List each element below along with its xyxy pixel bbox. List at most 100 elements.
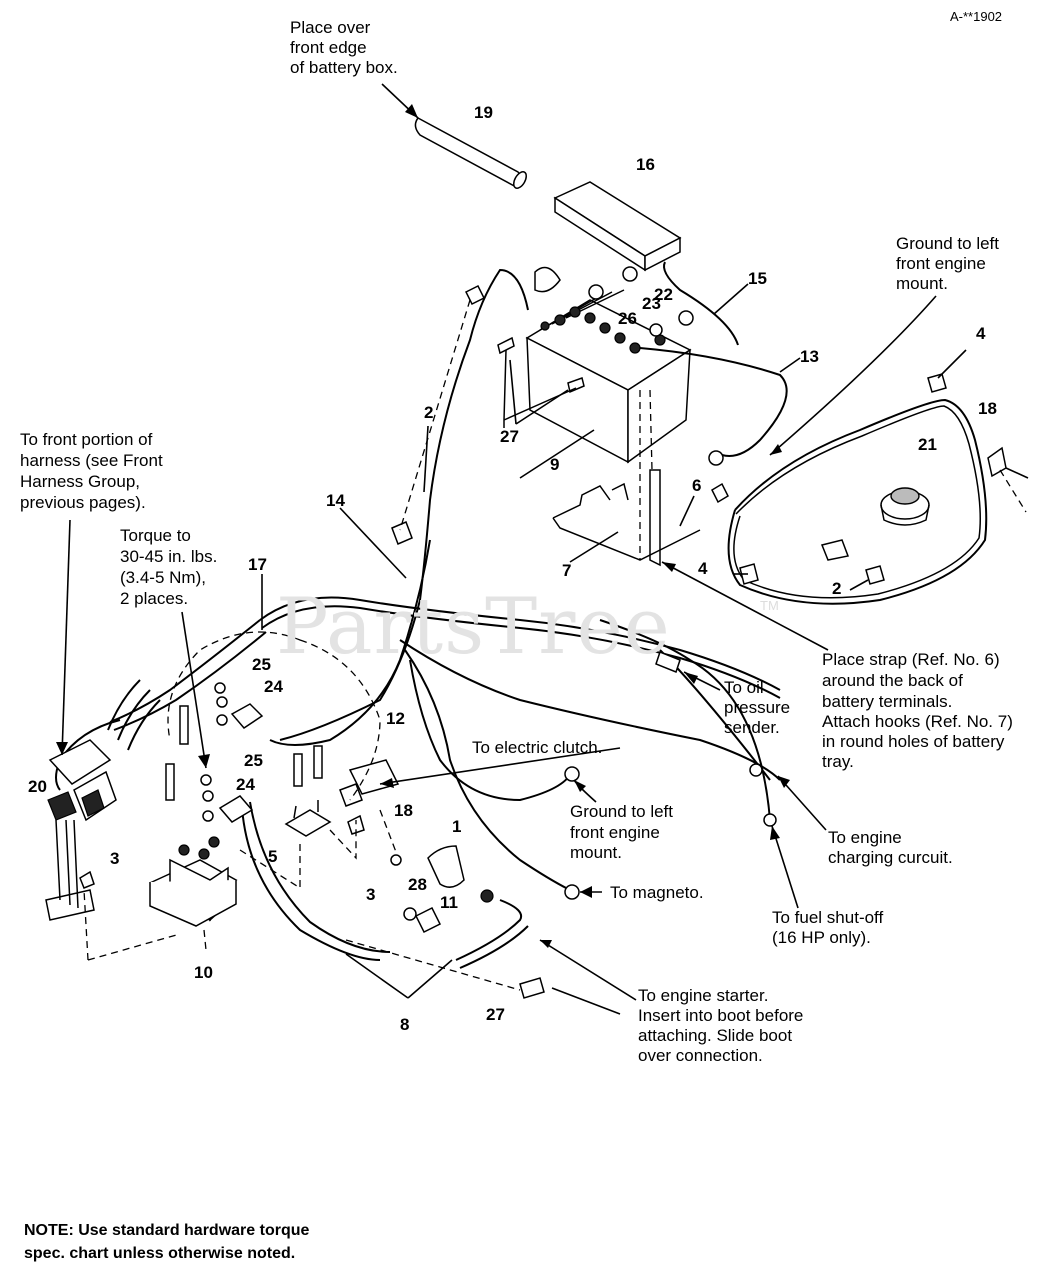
note-magneto: To magneto.	[610, 883, 704, 902]
callout-3b: 3	[366, 885, 376, 904]
watermark: PartsTree	[276, 582, 671, 672]
note-line: 2 places.	[120, 589, 189, 608]
right-harness	[727, 398, 988, 605]
part-14-cable	[269, 539, 431, 746]
note-clutch: To electric clutch.	[472, 738, 603, 757]
callout-26: 26	[618, 309, 637, 328]
note-line: mount.	[570, 843, 622, 862]
note-line: To front portion of	[20, 430, 153, 449]
callout-3a: 3	[110, 849, 120, 868]
note-line: Attach hooks (Ref. No. 7)	[822, 712, 1013, 731]
callout-2a: 2	[424, 403, 434, 422]
part-8-cables	[241, 807, 381, 961]
callout-23: 23	[642, 294, 661, 313]
callout-24a: 24	[264, 677, 283, 696]
part-4-clip-a	[927, 373, 947, 393]
part-27-bolts	[497, 336, 585, 428]
note-line: (16 HP only).	[772, 928, 871, 947]
note-line: front engine	[570, 823, 660, 842]
callout-10: 10	[194, 963, 213, 982]
callout-22: 22	[654, 285, 673, 304]
part-10-solenoid	[149, 836, 238, 927]
figure-code: A-**1902	[950, 9, 1003, 24]
callout-5: 5	[268, 847, 278, 866]
callout-21: 21	[918, 435, 937, 454]
note-line: attaching. Slide boot	[638, 1026, 793, 1045]
note-line: (3.4-5 Nm),	[120, 568, 206, 587]
watermark-tm: TM	[760, 598, 779, 613]
callout-1: 1	[452, 817, 462, 836]
part-16-pad	[553, 181, 682, 272]
callout-16: 16	[636, 155, 655, 174]
callout-12: 12	[386, 709, 405, 728]
note-line: previous pages).	[20, 493, 146, 512]
part-11-clamp	[414, 906, 442, 934]
callout-17: 17	[248, 555, 267, 574]
footer-line: NOTE: Use standard hardware torque	[24, 1222, 310, 1239]
callout-11: 11	[440, 893, 458, 912]
note-line: To oil	[724, 678, 764, 697]
footer-line: spec. chart unless otherwise noted.	[24, 1245, 296, 1262]
main-harness	[55, 596, 781, 891]
part-21-sensor	[880, 487, 930, 526]
callout-4b: 4	[698, 559, 708, 578]
note-line: battery terminals.	[822, 692, 953, 711]
note-line: 30-45 in. lbs.	[120, 547, 218, 566]
note-line: Ground to left	[570, 802, 674, 821]
part-2-clip	[865, 565, 885, 585]
note-line: To engine starter.	[638, 986, 769, 1005]
note-line: Insert into boot before	[638, 1006, 804, 1025]
part-9-battery	[525, 289, 692, 464]
note-line: sender.	[724, 718, 780, 737]
note-line: tray.	[822, 752, 854, 771]
note-line: Torque to	[120, 526, 191, 545]
part-18-bracket-a	[987, 446, 1007, 478]
callout-9: 9	[550, 455, 560, 474]
note-line: Place strap (Ref. No. 6)	[822, 650, 1000, 669]
part-19-tube	[414, 117, 527, 189]
callout-27b: 27	[486, 1005, 505, 1024]
callout-27a: 27	[500, 427, 519, 446]
part-20-connector	[45, 739, 117, 921]
note-line: over connection.	[638, 1046, 763, 1065]
part-4-clip-b	[739, 563, 759, 585]
callout-4a: 4	[976, 324, 986, 343]
note-line: of battery box.	[290, 58, 398, 77]
note-line: around the back of	[822, 671, 963, 690]
part-15-cable	[663, 261, 739, 346]
callout-20: 20	[28, 777, 47, 796]
callout-2b: 2	[832, 579, 842, 598]
battery-hardware	[588, 266, 694, 337]
note-line: front edge	[290, 38, 367, 57]
part-5-bracket	[284, 809, 332, 837]
note-line: To fuel shut-off	[772, 908, 884, 927]
note-line: pressure	[724, 698, 791, 717]
note-line: To engine	[828, 828, 902, 847]
note-line: mount.	[896, 274, 948, 293]
part-1-boot	[427, 845, 465, 888]
part-7-hooks	[552, 482, 701, 561]
part-6-strap	[649, 469, 661, 567]
note-line: harness (see Front	[20, 451, 163, 470]
battery-positive-cable	[279, 268, 529, 741]
part-13-cable	[639, 347, 788, 457]
callout-18a: 18	[978, 399, 997, 418]
note-line: in round holes of battery	[822, 732, 1005, 751]
callout-24b: 24	[236, 775, 255, 794]
note-line: charging curcuit.	[828, 848, 953, 867]
callout-14: 14	[326, 491, 345, 510]
callout-15: 15	[748, 269, 767, 288]
callout-13: 13	[800, 347, 819, 366]
callout-28: 28	[408, 875, 427, 894]
callout-7: 7	[562, 561, 572, 580]
note-line: front engine	[896, 254, 986, 273]
note-line: Ground to left	[896, 234, 1000, 253]
note-line: Place over	[290, 18, 371, 37]
callout-6: 6	[692, 476, 702, 495]
callout-25b: 25	[244, 751, 263, 770]
callout-18b: 18	[394, 801, 413, 820]
note-line: Harness Group,	[20, 472, 140, 491]
arrow-heads	[56, 104, 790, 948]
callout-25a: 25	[252, 655, 271, 674]
